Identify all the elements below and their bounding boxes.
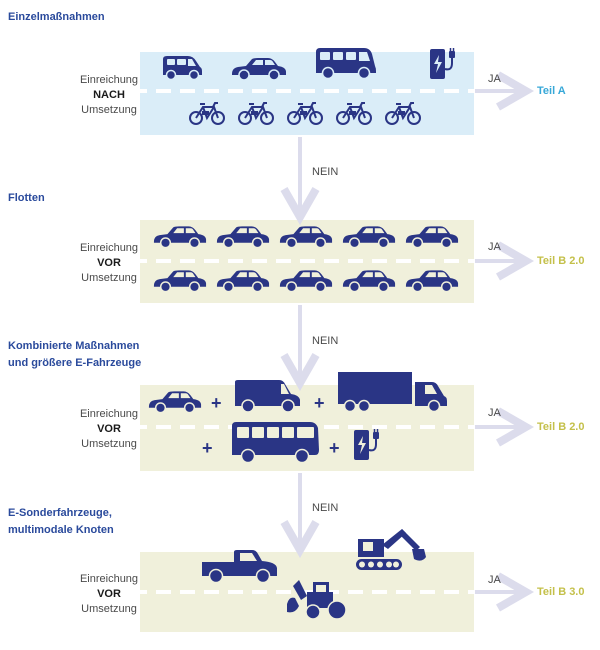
timing-label: VOR bbox=[97, 423, 121, 435]
submission-label: Einreichung bbox=[79, 242, 139, 254]
ja-label: JA bbox=[488, 407, 501, 419]
car-icon bbox=[342, 226, 396, 249]
car-icon bbox=[279, 270, 333, 293]
delivery-van-icon bbox=[235, 380, 300, 413]
car-icon bbox=[405, 226, 459, 249]
submission-label: Einreichung bbox=[79, 74, 139, 86]
bike-icon bbox=[189, 102, 225, 125]
bike-icon bbox=[238, 102, 274, 125]
pickup-truck-icon bbox=[202, 550, 277, 584]
car-icon bbox=[232, 58, 286, 81]
ja-label: JA bbox=[488, 73, 501, 85]
car-icon bbox=[342, 270, 396, 293]
car-icon bbox=[405, 270, 459, 293]
ev-charger-icon bbox=[354, 429, 379, 460]
result-teil-b-3-0: Teil B 3.0 bbox=[537, 586, 585, 598]
result-teil-b-2-0: Teil B 2.0 bbox=[537, 255, 585, 267]
excavator-icon bbox=[356, 529, 426, 570]
nein-label: NEIN bbox=[312, 166, 339, 178]
implementation-label: Umsetzung bbox=[81, 104, 137, 116]
section-title-kombinierte: Kombinierte Maßnahmen und größere E-Fahr… bbox=[8, 340, 142, 369]
car-icon bbox=[216, 226, 270, 249]
nein-label: NEIN bbox=[312, 335, 339, 347]
implementation-label: Umsetzung bbox=[81, 438, 137, 450]
timing-label: NACH bbox=[93, 89, 125, 101]
bike-icon bbox=[385, 102, 421, 125]
bus-icon bbox=[232, 422, 319, 464]
result-teil-a: Teil A bbox=[537, 85, 566, 97]
road-line bbox=[12, 590, 474, 594]
van-icon bbox=[163, 56, 202, 81]
car-icon bbox=[153, 270, 207, 293]
timing-label: VOR bbox=[97, 257, 121, 269]
plus-sign: + bbox=[211, 393, 222, 413]
ja-label: JA bbox=[488, 574, 501, 586]
implementation-label: Umsetzung bbox=[81, 603, 137, 615]
band-label-3: Einreichung VOR Umsetzung bbox=[44, 407, 174, 452]
ja-label: JA bbox=[488, 241, 501, 253]
car-icon bbox=[153, 226, 207, 249]
loader-icon bbox=[287, 580, 347, 620]
bike-icon bbox=[336, 102, 372, 125]
band-label-2: Einreichung VOR Umsetzung bbox=[44, 241, 174, 286]
section-title-einzelmassnahmen: Einzelmaßnahmen bbox=[8, 11, 105, 23]
plus-sign: + bbox=[202, 438, 213, 458]
submission-label: Einreichung bbox=[79, 408, 139, 420]
result-teil-b-2-0: Teil B 2.0 bbox=[537, 421, 585, 433]
band-label-4: Einreichung VOR Umsetzung bbox=[44, 572, 174, 617]
timing-label: VOR bbox=[97, 588, 121, 600]
implementation-label: Umsetzung bbox=[81, 272, 137, 284]
car-icon bbox=[279, 226, 333, 249]
bike-icon bbox=[287, 102, 323, 125]
car-icon bbox=[148, 391, 202, 414]
section-title-sonderfahrzeuge: E-Sonderfahrzeuge, multimodale Knoten bbox=[8, 507, 114, 536]
minibus-icon bbox=[316, 48, 376, 80]
ev-charger-icon bbox=[430, 48, 455, 79]
nein-label: NEIN bbox=[312, 502, 339, 514]
road-line bbox=[12, 259, 474, 263]
road-line bbox=[12, 89, 474, 93]
band-label-1: Einreichung NACH Umsetzung bbox=[44, 73, 174, 118]
plus-sign: + bbox=[314, 393, 325, 413]
plus-sign: + bbox=[329, 438, 340, 458]
section-title-flotten: Flotten bbox=[8, 192, 45, 204]
truck-icon bbox=[338, 372, 447, 413]
submission-label: Einreichung bbox=[79, 573, 139, 585]
car-icon bbox=[216, 270, 270, 293]
